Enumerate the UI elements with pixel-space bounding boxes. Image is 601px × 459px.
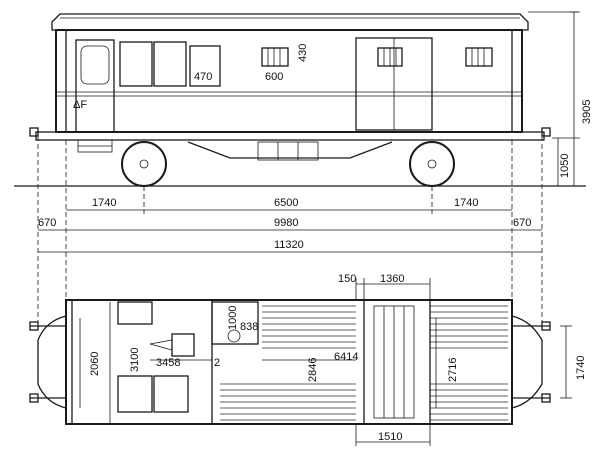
partition-label: 2 <box>214 357 220 369</box>
buffer-left <box>29 127 39 137</box>
overhang-right-label: 1740 <box>454 197 478 209</box>
rear-width-label: 2716 <box>447 358 459 382</box>
seat-bottom-left <box>117 375 153 413</box>
baggage-width-label: 2846 <box>307 358 319 382</box>
door-label: ΔF <box>73 99 87 111</box>
compartment-length-label: 3458 <box>156 357 180 369</box>
baggage-length-label: 6414 <box>334 351 358 363</box>
door-gap-label: 150 <box>338 273 356 285</box>
buffer-left-label: 670 <box>38 217 56 229</box>
cabinet <box>211 301 259 345</box>
width-end-label: 2060 <box>89 352 101 376</box>
length-dimensions: 1740 6500 1740 670 9980 670 11320 <box>37 136 543 330</box>
entry-door <box>75 39 115 133</box>
seat-bottom-right <box>153 375 189 413</box>
plan-outer-body <box>65 299 513 425</box>
vent-height-label: 430 <box>297 44 309 62</box>
seat-top-left <box>117 301 153 325</box>
side-window-3 <box>189 45 221 87</box>
overhang-left-label: 1740 <box>92 197 116 209</box>
plan-view: 150 1360 1000 838 2060 3100 <box>29 273 587 446</box>
height-dimensions: 3905 1050 <box>528 11 593 187</box>
desk <box>171 333 195 357</box>
buffer-right-label: 670 <box>513 217 531 229</box>
step-height-label: 1050 <box>559 154 571 178</box>
roof-outline <box>51 13 529 31</box>
vent-width-label: 600 <box>265 71 283 83</box>
window-width-label: 470 <box>194 71 212 83</box>
side-window-2 <box>153 41 187 87</box>
wheelbase-label: 6500 <box>274 197 298 209</box>
side-window-1 <box>119 41 153 87</box>
wheel-right <box>409 141 455 187</box>
body-length-label: 9980 <box>274 217 298 229</box>
wheel-left <box>121 141 167 187</box>
baggage-floor-hatch <box>220 305 508 421</box>
central-loading-door <box>363 299 431 425</box>
total-height-label: 3905 <box>581 100 593 124</box>
buffer-right <box>541 127 551 137</box>
track-gauge-label: 1740 <box>575 356 587 380</box>
overall-length-label: 11320 <box>274 239 304 251</box>
car-body <box>55 29 523 133</box>
door-width-label: 1360 <box>380 273 404 285</box>
side-elevation: ΔF 470 600 430 <box>14 13 586 187</box>
underframe <box>35 131 545 141</box>
width-inner-label: 3100 <box>129 348 141 372</box>
cabinet-width-label: 838 <box>240 321 258 333</box>
vent-grille-3 <box>465 47 493 67</box>
cabinet-depth-label: 1000 <box>227 306 239 330</box>
vent-grille-1 <box>261 47 289 67</box>
door-bottom-width-label: 1510 <box>378 431 402 443</box>
